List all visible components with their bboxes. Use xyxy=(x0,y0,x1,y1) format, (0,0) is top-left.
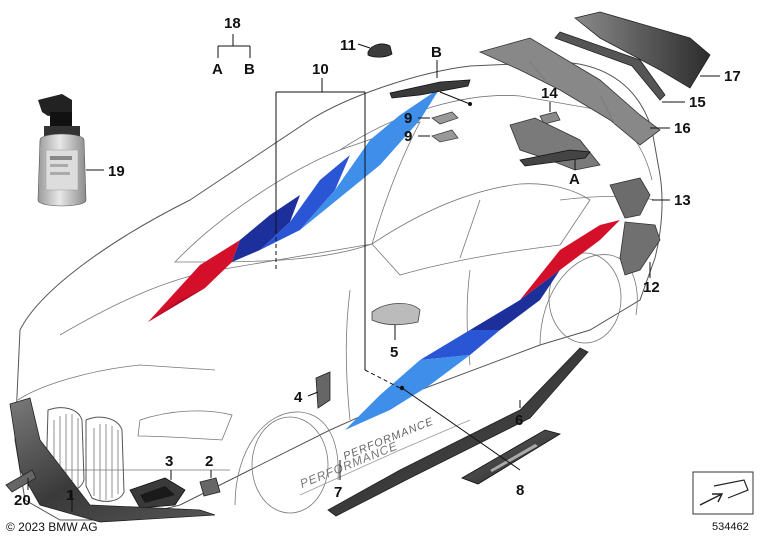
callout-mark-a: A xyxy=(569,171,580,188)
side-stripe-darkblue xyxy=(470,270,560,330)
antenna-cover-11 xyxy=(367,43,393,58)
callout-9a: 9 xyxy=(404,110,412,127)
callout-7: 7 xyxy=(334,484,342,501)
rear-apron-12 xyxy=(619,221,661,276)
roof-spoiler-b xyxy=(389,79,471,99)
hood-stripe-red-2 xyxy=(148,288,205,322)
reference-arrow-icon xyxy=(699,493,724,506)
side-decal-strip-7 xyxy=(299,419,471,496)
front-trim-2 xyxy=(199,477,221,497)
callout-set-a: A xyxy=(212,61,223,78)
callout-17: 17 xyxy=(724,68,741,85)
rear-wing-17 xyxy=(574,11,711,89)
callout-9b: 9 xyxy=(404,128,412,145)
m-performance-stripes xyxy=(148,88,640,430)
callout-13: 13 xyxy=(674,192,691,209)
door-trim-a xyxy=(519,149,591,167)
trunk-lip-15 xyxy=(554,31,666,101)
rear-spoiler-16 xyxy=(478,37,661,146)
trim-9b xyxy=(431,129,459,143)
car-body-outline xyxy=(14,61,663,521)
callout-14: 14 xyxy=(541,85,558,102)
callout-15: 15 xyxy=(689,94,706,111)
callout-20: 20 xyxy=(14,492,31,509)
hood-stripe-midblue xyxy=(260,155,350,250)
door-sill-plate-8 xyxy=(461,429,562,485)
hood-stripe-darkblue xyxy=(232,195,300,262)
callout-6: 6 xyxy=(515,412,523,429)
side-stripe-red-tip xyxy=(600,200,640,240)
reference-number: 534462 xyxy=(712,521,749,533)
callout-set-b: B xyxy=(244,61,255,78)
callout-1: 1 xyxy=(66,487,74,504)
side-stripe-red xyxy=(520,220,620,300)
callout-2: 2 xyxy=(205,453,213,470)
cleaner-bottle-19 xyxy=(37,94,87,207)
side-skirt-6 xyxy=(327,347,589,517)
front-lip-20 xyxy=(5,469,37,493)
rear-side-trim-13 xyxy=(609,177,651,219)
copyright-notice: © 2023 BMW AG xyxy=(6,520,98,534)
side-stripe-lightblue xyxy=(345,355,470,430)
mirror-cap-5 xyxy=(371,303,421,326)
hood-stripe-lightblue xyxy=(300,88,440,230)
callout-8: 8 xyxy=(516,482,524,499)
callout-4: 4 xyxy=(294,389,303,406)
front-splitter-1 xyxy=(9,397,216,523)
callout-12: 12 xyxy=(643,279,660,296)
callout-18: 18 xyxy=(224,15,241,32)
callout-10: 10 xyxy=(312,61,329,78)
callout-mark-b: B xyxy=(431,44,442,61)
reference-box xyxy=(692,471,754,515)
callout-19: 19 xyxy=(108,163,125,180)
leader-lines xyxy=(27,34,720,512)
callout-11: 11 xyxy=(340,37,356,54)
fender-trim-4 xyxy=(315,371,331,409)
hood-stripe-red xyxy=(148,240,240,322)
trim-9a xyxy=(431,111,459,125)
callout-16: 16 xyxy=(674,120,691,137)
callout-5: 5 xyxy=(390,344,398,361)
side-stripe-midblue xyxy=(420,330,500,360)
callout-labels: 18 A B 10 11 B 17 15 14 9 9 16 A 13 19 1… xyxy=(14,15,741,509)
callout-3: 3 xyxy=(165,453,173,470)
